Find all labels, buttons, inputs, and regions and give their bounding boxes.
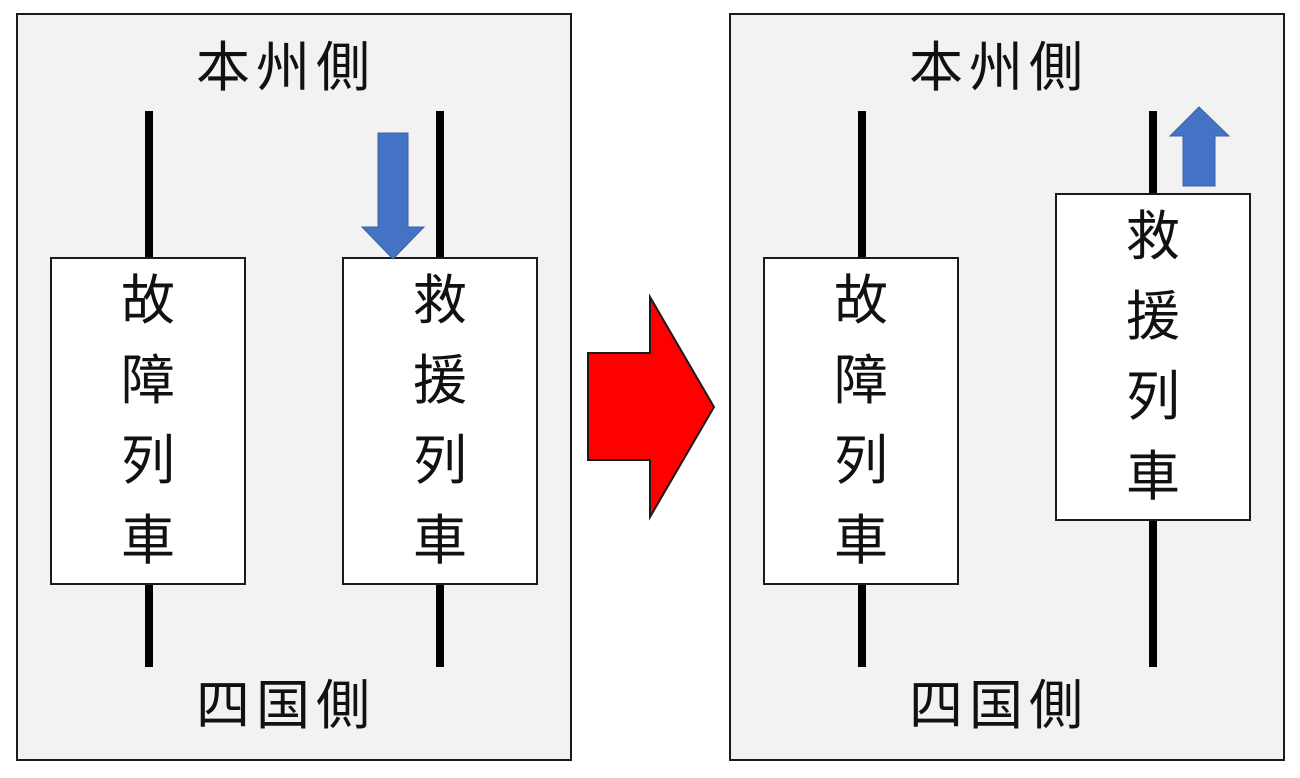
broken-train-char: 障 — [121, 349, 175, 412]
shikoku-side-label: 四国側 — [196, 674, 376, 737]
honshu-side-label: 本州側 — [196, 36, 376, 99]
rescue-train-char: 車 — [1126, 445, 1180, 508]
rescue-train: 救 援 列 車 — [1055, 193, 1251, 521]
broken-train: 故 障 列 車 — [50, 257, 246, 585]
rescue-train-char: 列 — [1126, 365, 1180, 428]
broken-train: 故 障 列 車 — [763, 257, 959, 585]
track-right-top — [436, 111, 444, 257]
broken-train-char: 列 — [121, 429, 175, 492]
rescue-train-char: 列 — [413, 429, 467, 492]
rescue-train-char: 救 — [413, 269, 467, 332]
honshu-side-label: 本州側 — [909, 36, 1089, 99]
broken-train-char: 列 — [834, 429, 888, 492]
track-left-top — [145, 111, 153, 257]
right-panel-after: 本州側 故 障 列 車 救 援 列 車 四国側 — [729, 13, 1285, 761]
broken-train-char: 車 — [834, 509, 888, 572]
shikoku-side-label: 四国側 — [909, 674, 1089, 737]
rescue-train: 救 援 列 車 — [342, 257, 538, 585]
track-left-bottom — [145, 583, 153, 667]
rescue-train-char: 救 — [1126, 205, 1180, 268]
arrow-up-icon — [1168, 106, 1231, 187]
rescue-train-char: 援 — [1126, 285, 1180, 348]
broken-train-char: 故 — [121, 269, 175, 332]
left-panel-before: 本州側 故 障 列 車 救 援 列 車 四国側 — [16, 13, 572, 761]
broken-train-char: 障 — [834, 349, 888, 412]
arrow-down-icon — [360, 132, 426, 260]
track-right-bottom — [436, 583, 444, 667]
track-left-bottom — [858, 583, 866, 667]
transition-arrow-right-icon — [587, 293, 716, 521]
track-right-bottom — [1149, 519, 1157, 667]
broken-train-char: 故 — [834, 269, 888, 332]
track-right-top — [1149, 111, 1157, 193]
rescue-train-char: 援 — [413, 349, 467, 412]
broken-train-char: 車 — [121, 509, 175, 572]
track-left-top — [858, 111, 866, 257]
rescue-train-char: 車 — [413, 509, 467, 572]
